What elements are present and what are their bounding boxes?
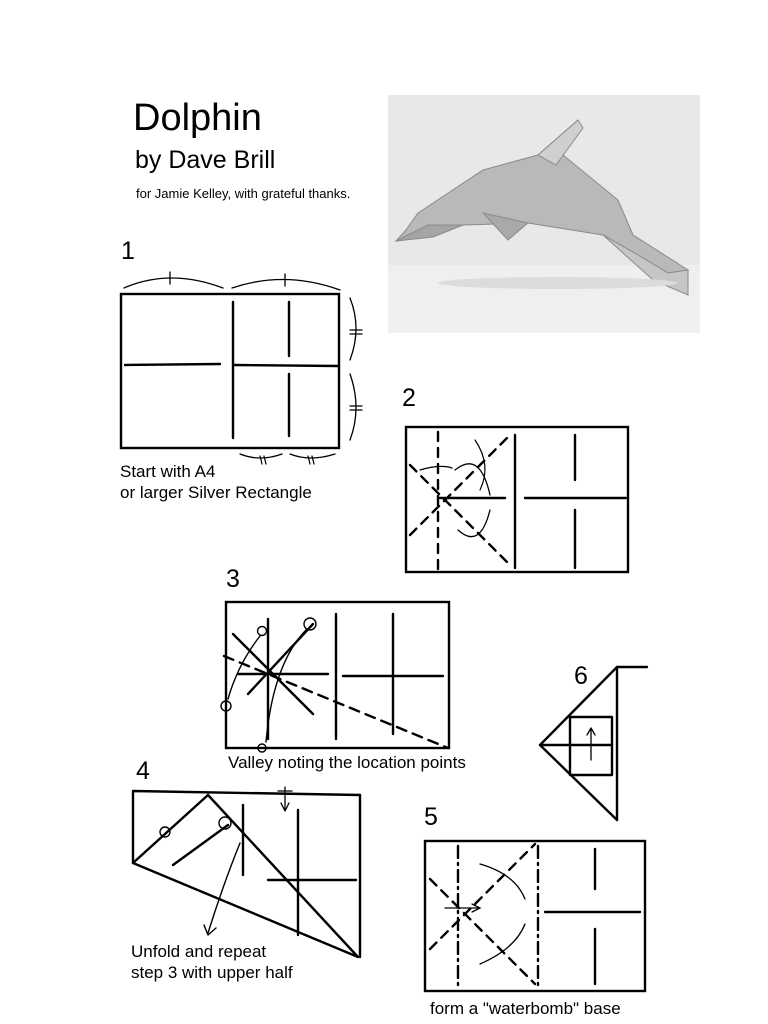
step-6-diagram	[535, 660, 650, 825]
author-byline: by Dave Brill	[135, 145, 275, 175]
step-1-number: 1	[121, 237, 135, 265]
step-1-caption-line-1: Start with A4	[120, 462, 215, 482]
step-1-diagram	[110, 268, 380, 458]
step-4-diagram	[128, 785, 368, 965]
step-2-number: 2	[402, 384, 416, 412]
dolphin-photo	[388, 95, 700, 333]
step-4-number: 4	[136, 757, 150, 785]
step-4-caption-line-1: Unfold and repeat	[131, 942, 266, 962]
step-5-number: 5	[424, 803, 438, 831]
step-1-caption-line-2: or larger Silver Rectangle	[120, 483, 312, 503]
step-3-number: 3	[226, 565, 240, 593]
step-3-diagram	[218, 594, 458, 759]
step-3-caption: Valley noting the location points	[228, 753, 466, 773]
step-4-caption-line-2: step 3 with upper half	[131, 963, 293, 983]
step-5-caption: form a "waterbomb" base	[430, 999, 621, 1019]
page-title: Dolphin	[133, 96, 262, 140]
step-2-diagram	[400, 420, 635, 580]
dedication-text: for Jamie Kelley, with grateful thanks.	[136, 186, 350, 202]
step-5-diagram	[420, 834, 650, 999]
